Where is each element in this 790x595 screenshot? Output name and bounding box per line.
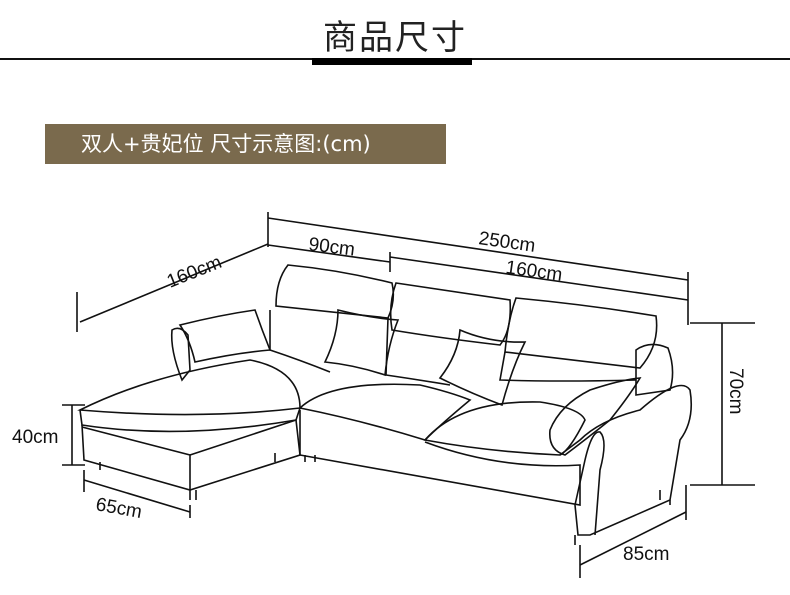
- label-total-length: 250cm: [477, 228, 536, 257]
- label-chaise-front-width: 65cm: [94, 494, 143, 523]
- label-height: 70cm: [725, 368, 746, 414]
- label-depth: 85cm: [623, 544, 669, 565]
- label-seat-height: 40cm: [12, 427, 58, 448]
- dim-line-chaise-depth: [79, 243, 269, 323]
- dim-line-chaise-front-width: [83, 479, 191, 513]
- label-chaise-depth: 160cm: [164, 252, 225, 293]
- sofa-drawing: [77, 264, 693, 545]
- dim-line-depth: [579, 511, 687, 566]
- diagram-caption-banner: 双人+贵妃位 尺寸示意图:(cm): [45, 124, 446, 164]
- dim-line-sofa-length: [389, 256, 689, 301]
- header-underline-bar: [312, 58, 472, 65]
- label-sofa-length: 160cm: [504, 257, 563, 286]
- dimension-lines: [62, 212, 755, 578]
- dim-line-chaise-width: [267, 244, 391, 263]
- label-chaise-width: 90cm: [307, 234, 356, 261]
- dim-line-total-length: [267, 217, 689, 281]
- page-title: 商品尺寸: [323, 18, 467, 58]
